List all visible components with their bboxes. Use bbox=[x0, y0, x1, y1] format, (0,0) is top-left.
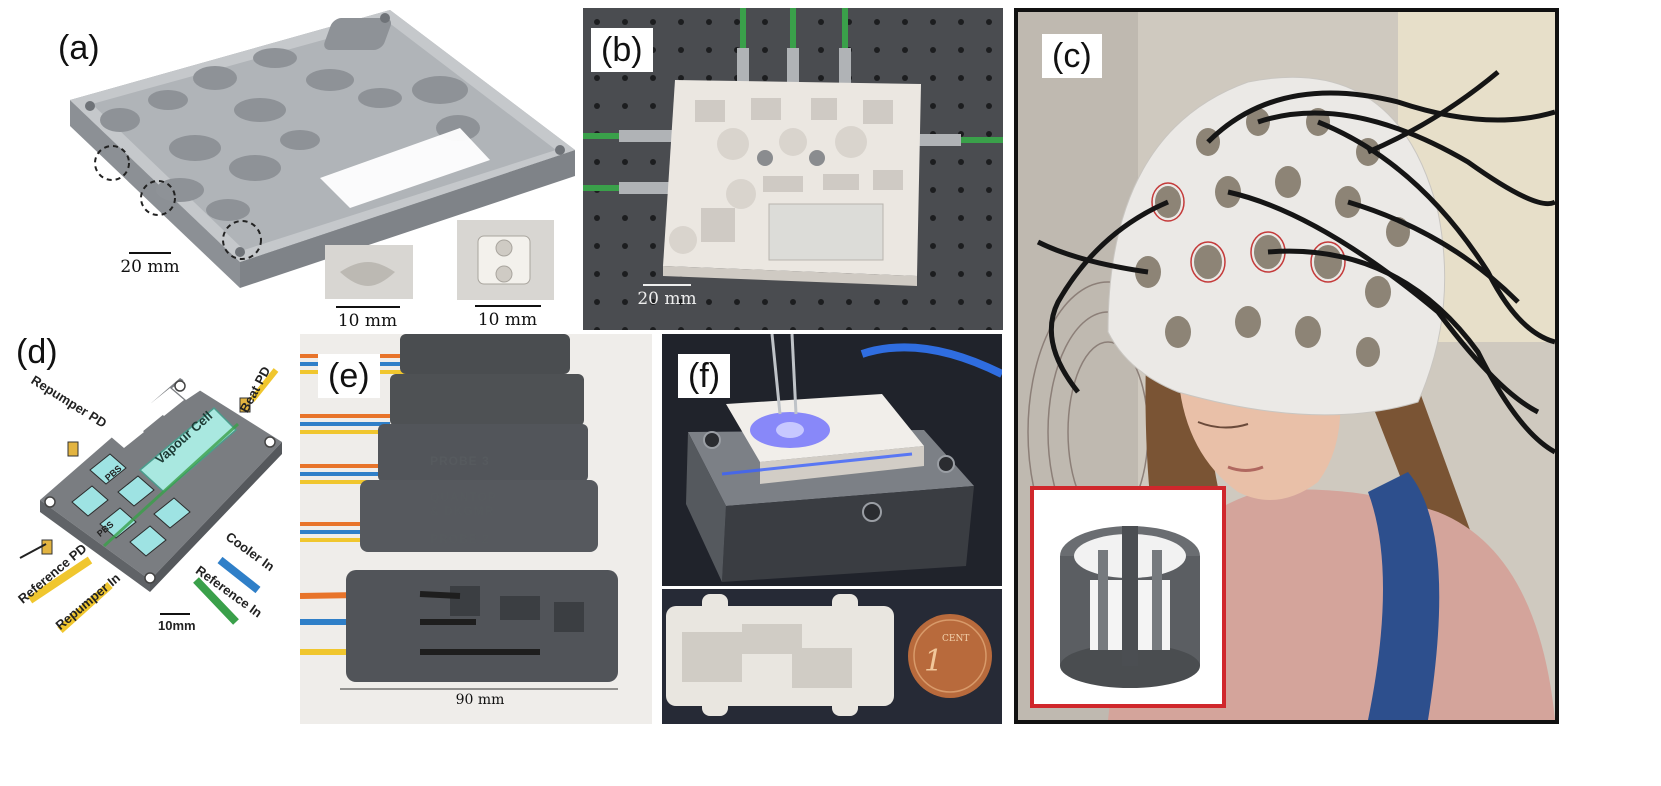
scale-label: 90 mm bbox=[455, 692, 505, 708]
scale-bar: 20 mm bbox=[118, 252, 182, 277]
panel-label: (d) bbox=[16, 333, 58, 371]
probe-brand: QUANTOP bbox=[430, 490, 497, 504]
panel-e: (e) QUANTOP & DKGMR PROBE 3 PROBE 2 90 m… bbox=[300, 334, 652, 724]
scale-label: 20 mm bbox=[637, 289, 697, 309]
scale-bar: 10 mm bbox=[470, 305, 545, 330]
sensor-holder-render bbox=[1060, 526, 1200, 688]
panel-a: (a) 20 mm 10 mm 10 mm bbox=[0, 0, 580, 335]
cad-breadboard-render bbox=[70, 10, 575, 300]
panel-c: (c) bbox=[1014, 8, 1559, 724]
mounted-cell-photo bbox=[662, 334, 1002, 724]
scale-label: 10 mm bbox=[477, 310, 538, 330]
probe-label: PROBE 3 bbox=[430, 454, 490, 468]
probe-stack-photo bbox=[300, 334, 652, 724]
panel-label: (f) bbox=[678, 354, 731, 398]
panel-label: (e) bbox=[318, 354, 380, 398]
probe-brand: & DKGMR bbox=[430, 504, 495, 518]
scale-bar: 20 mm bbox=[635, 284, 699, 309]
probe-label: PROBE 2 bbox=[430, 532, 490, 546]
panel-d: (d) Repumper PD Beat PD Vapour Cell PBS … bbox=[0, 330, 300, 730]
panel-f: (f) CENT 1 bbox=[662, 334, 1002, 724]
scale-label: 20 mm bbox=[120, 257, 180, 277]
breadboard-photo bbox=[583, 8, 1003, 330]
optics-module-diagram bbox=[19, 368, 282, 633]
sensor-holder-inset bbox=[1030, 486, 1226, 708]
scale-bar: 10 mm bbox=[330, 306, 405, 331]
coin-value: 1 bbox=[924, 644, 944, 679]
panel-label: (c) bbox=[1042, 34, 1102, 78]
panel-label: (b) bbox=[591, 28, 653, 72]
scale-label: 10 mm bbox=[337, 311, 398, 331]
panel-b: (b) 20 mm bbox=[583, 8, 1003, 330]
coin-text: CENT bbox=[942, 634, 970, 644]
panel-label: (a) bbox=[58, 29, 100, 67]
scale-label: 10mm bbox=[158, 618, 196, 633]
